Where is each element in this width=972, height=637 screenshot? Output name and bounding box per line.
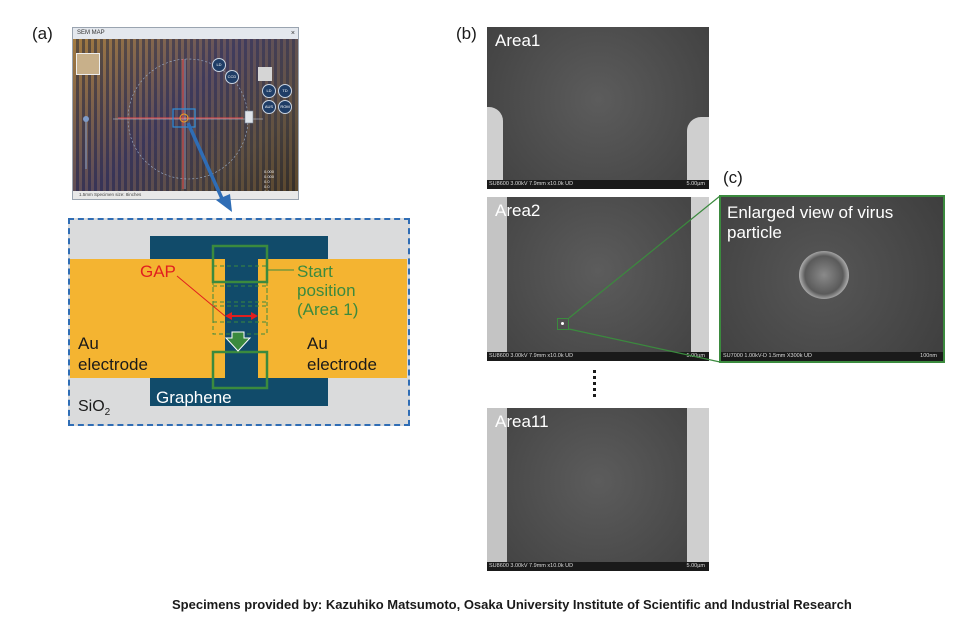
ellipsis-dots — [593, 370, 596, 400]
area11-label: Area11 — [495, 412, 549, 431]
td-button[interactable]: TD — [278, 84, 292, 98]
enlarged-virus-image: Enlarged view of virus particle SU7000 1… — [719, 195, 945, 363]
sem-map-title: SEM MAP — [77, 30, 105, 36]
enlarged-title: Enlarged view of virus particle — [727, 203, 894, 242]
panel-label-a: (a) — [32, 24, 53, 43]
ld-button[interactable]: LD — [212, 58, 226, 72]
rom-button[interactable]: ROM — [278, 100, 292, 114]
panel-label-c: (c) — [723, 168, 743, 187]
area2-label: Area2 — [495, 201, 541, 220]
navigation-thumbnail[interactable] — [76, 53, 100, 75]
electrode-left — [487, 197, 507, 361]
electrode-right — [687, 408, 709, 571]
sio2-label: SiO2 — [78, 398, 111, 419]
graphene-label: Graphene — [156, 388, 232, 407]
area2-scale: 5.00µm — [686, 353, 705, 359]
enlarged-scale: 100nm — [920, 353, 937, 359]
ld-button-2[interactable]: LD — [262, 84, 276, 98]
panel-label-b: (b) — [456, 24, 477, 43]
sem-map-overlay — [83, 58, 272, 189]
ccd-button[interactable]: CCD — [225, 70, 239, 84]
aus-button[interactable]: AUS — [262, 100, 276, 114]
gap-label: GAP — [140, 262, 176, 281]
electrode-right — [687, 117, 709, 189]
sem-image-area11: Area11 SU8600 3.00kV 7.9mm x10.0k UD 5.0… — [487, 408, 709, 571]
area11-scale: 5.00µm — [686, 563, 705, 569]
device-schematic: GAP Start position (Area 1) Au electrode… — [68, 218, 410, 426]
virus-particle-marker — [557, 318, 569, 330]
close-icon[interactable]: × — [290, 30, 295, 37]
area1-caption: SU8600 3.00kV 7.9mm x10.0k UD — [489, 181, 574, 187]
electrode-left — [487, 408, 507, 571]
footer-credit: Specimens provided by: Kazuhiko Matsumot… — [172, 597, 852, 612]
area2-caption: SU8600 3.00kV 7.9mm x10.0k UD — [489, 353, 574, 359]
area1-scale: 5.00µm — [686, 181, 705, 187]
start-position-label: Start position (Area 1) — [297, 262, 359, 319]
sem-map-statusbar: 1.5mm Specimen size: 8inches — [73, 191, 298, 199]
au-electrode-left-label: Au electrode — [78, 334, 148, 374]
sem-image-area2: Area2 SU8600 3.00kV 7.9mm x10.0k UD 5.00… — [487, 197, 709, 361]
sem-map-titlebar: SEM MAP × — [73, 28, 298, 39]
virus-particle — [799, 251, 849, 299]
area1-label: Area1 — [495, 31, 541, 50]
schematic-drawing — [70, 236, 407, 406]
enlarged-caption: SU7000 1.00kV-D 1.5mm X300k UD — [723, 353, 812, 359]
sem-image-area1: Area1 SU8600 3.00kV 7.9mm x10.0k UD 5.00… — [487, 27, 709, 189]
electrode-right — [691, 197, 709, 361]
electrode-left — [487, 107, 503, 189]
area11-caption: SU8600 3.00kV 7.9mm x10.0k UD — [489, 563, 574, 569]
au-electrode-right-label: Au electrode — [307, 334, 377, 374]
